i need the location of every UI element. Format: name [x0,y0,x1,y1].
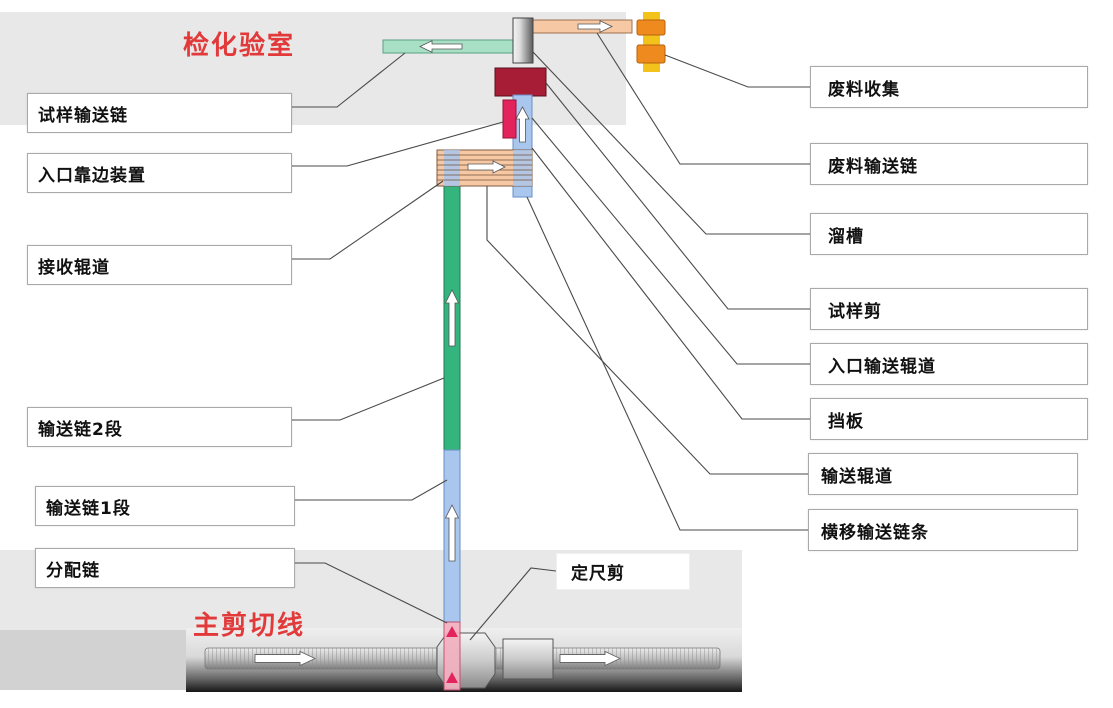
leader-line-scrap-conveyor-chain [596,32,810,165]
receiving-roller-table [436,149,533,187]
arrow-left-icon [419,40,463,53]
label-cut-to-length-shear: 定尺剪 [556,553,690,590]
shear-housing-block [502,638,554,680]
label-conveyor-chain-2: 输送链2段 [27,407,292,447]
arrow-right-icon [577,20,613,33]
scrap-bin-upper [636,19,666,36]
receiving-roller-left-chain [444,150,460,186]
leader-line-sample-conveyor-chain [292,52,406,108]
label-chute: 溜槽 [810,213,1088,255]
label-scrap-collection: 废料收集 [810,66,1088,108]
receiving-roller-right-chain [513,150,532,186]
label-transverse-conveyor-chain: 横移输送链条 [808,509,1078,551]
scrap-bin-lower [636,44,666,64]
leader-line-scrap-collection [664,54,810,88]
leader-line-entry-edge-device [292,121,504,167]
leader-line-entry-conveyor-roller-table [531,117,810,365]
leader-line-sample-shear [545,82,810,310]
distribution-chain [443,621,461,691]
label-conveyor-roller-table: 输送辊道 [808,453,1078,495]
label-baffle: 挡板 [810,398,1088,440]
arrow-up-icon [515,106,530,143]
leader-lines [292,32,810,641]
arrow-right-icon [559,650,622,667]
label-sample-shear: 试样剪 [810,288,1088,330]
chute [512,17,534,64]
leader-line-receiving-roller-table [292,180,444,260]
arrow-up-icon [446,672,458,683]
main-line-left-floor [0,630,186,690]
label-entry-conveyor-roller-table: 入口输送辊道 [810,343,1088,385]
leader-line-chute [532,51,810,235]
sample-shear [494,67,547,97]
lab-title: 检化验室 [183,31,296,61]
arrow-right-icon [467,160,506,174]
arrow-right-icon [254,650,317,667]
scrap-collection-bin [636,12,666,72]
arrow-up-icon [444,504,460,562]
leader-line-transverse-chain [526,196,808,531]
label-scrap-conveyor-chain: 废料输送链 [810,143,1088,185]
leader-line-distribution-chain [295,562,448,624]
leader-line-baffle [531,147,810,420]
leader-line-cut-to-length-shear [469,567,557,641]
leader-line-conveyor-roller-table [486,186,808,475]
label-receiving-roller-table: 接收辊道 [27,245,292,285]
main-shear-line-title: 主剪切线 [193,611,306,641]
label-entry-edge-device: 入口靠边装置 [27,153,292,193]
label-distribution-chain: 分配链 [35,548,295,588]
label-sample-conveyor-chain: 试样输送链 [27,93,292,133]
leader-line-conveyor-chain-2 [292,377,445,421]
entry-edge-device [502,99,517,139]
label-conveyor-chain-1: 输送链1段 [35,486,295,526]
arrow-up-icon [444,289,460,347]
main-shear-line [204,632,721,689]
arrow-up-icon [446,626,458,637]
leader-line-conveyor-chain-1 [295,479,448,501]
